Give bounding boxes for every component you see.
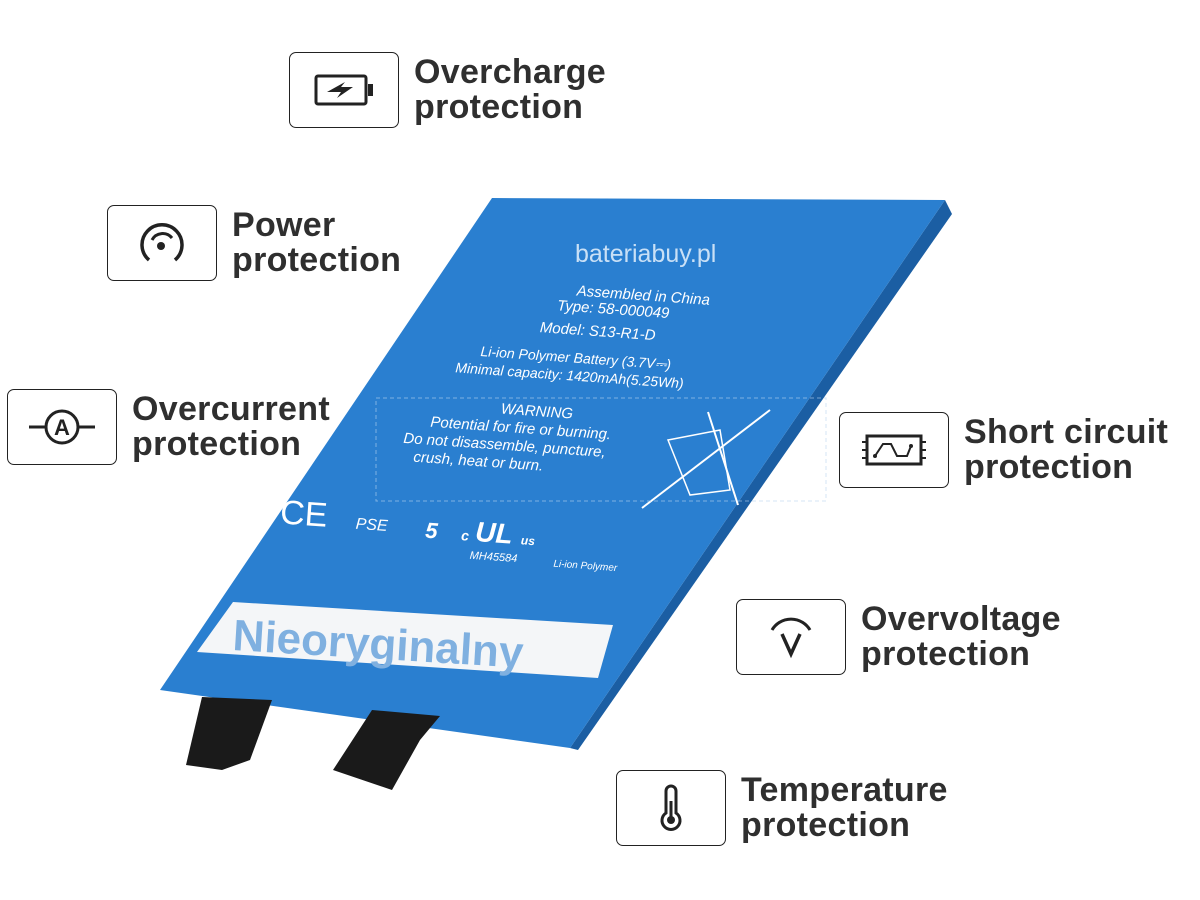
feature-title: Short circuit xyxy=(964,413,1169,451)
svg-text:A: A xyxy=(54,415,70,440)
gauge-icon xyxy=(107,205,217,281)
rohs-5-mark: 5 xyxy=(425,518,440,544)
bottom-connector-right xyxy=(333,710,440,790)
warning-box-outline xyxy=(375,397,827,502)
ul-c: c xyxy=(461,527,470,544)
ammeter-icon: A xyxy=(7,389,117,465)
pse-mark: PSE xyxy=(355,516,388,535)
feature-title: Power xyxy=(232,206,336,244)
ce-mark: CE xyxy=(279,493,329,534)
crossed-bin-icon xyxy=(641,409,771,509)
ul-us: us xyxy=(520,533,535,548)
feature-title: Temperature xyxy=(741,771,948,809)
battery-charge-icon xyxy=(289,52,399,128)
feature-subtitle: protection xyxy=(132,425,302,463)
ul-code: MH45584 xyxy=(469,550,517,565)
feature-subtitle: protection xyxy=(414,88,584,126)
label-strip xyxy=(197,602,613,678)
feature-subtitle: protection xyxy=(861,635,1031,673)
watermark-site: bateriabuy.pl xyxy=(575,240,716,268)
feature-title: Overcurrent xyxy=(132,390,330,428)
ul-mark: UL xyxy=(474,516,513,550)
feature-title: Overvoltage xyxy=(861,600,1061,638)
feature-subtitle: protection xyxy=(964,448,1134,486)
bottom-connector-left xyxy=(186,697,272,770)
feature-title: Overcharge xyxy=(414,53,606,91)
recycle-label: Li-ion Polymer xyxy=(553,559,618,574)
battery-edge xyxy=(570,200,952,750)
feature-subtitle: protection xyxy=(232,241,402,279)
warning-title: WARNING xyxy=(500,401,574,423)
thermometer-icon xyxy=(616,770,726,846)
feature-subtitle: protection xyxy=(741,806,911,844)
voltage-icon xyxy=(736,599,846,675)
circuit-board-icon xyxy=(839,412,949,488)
